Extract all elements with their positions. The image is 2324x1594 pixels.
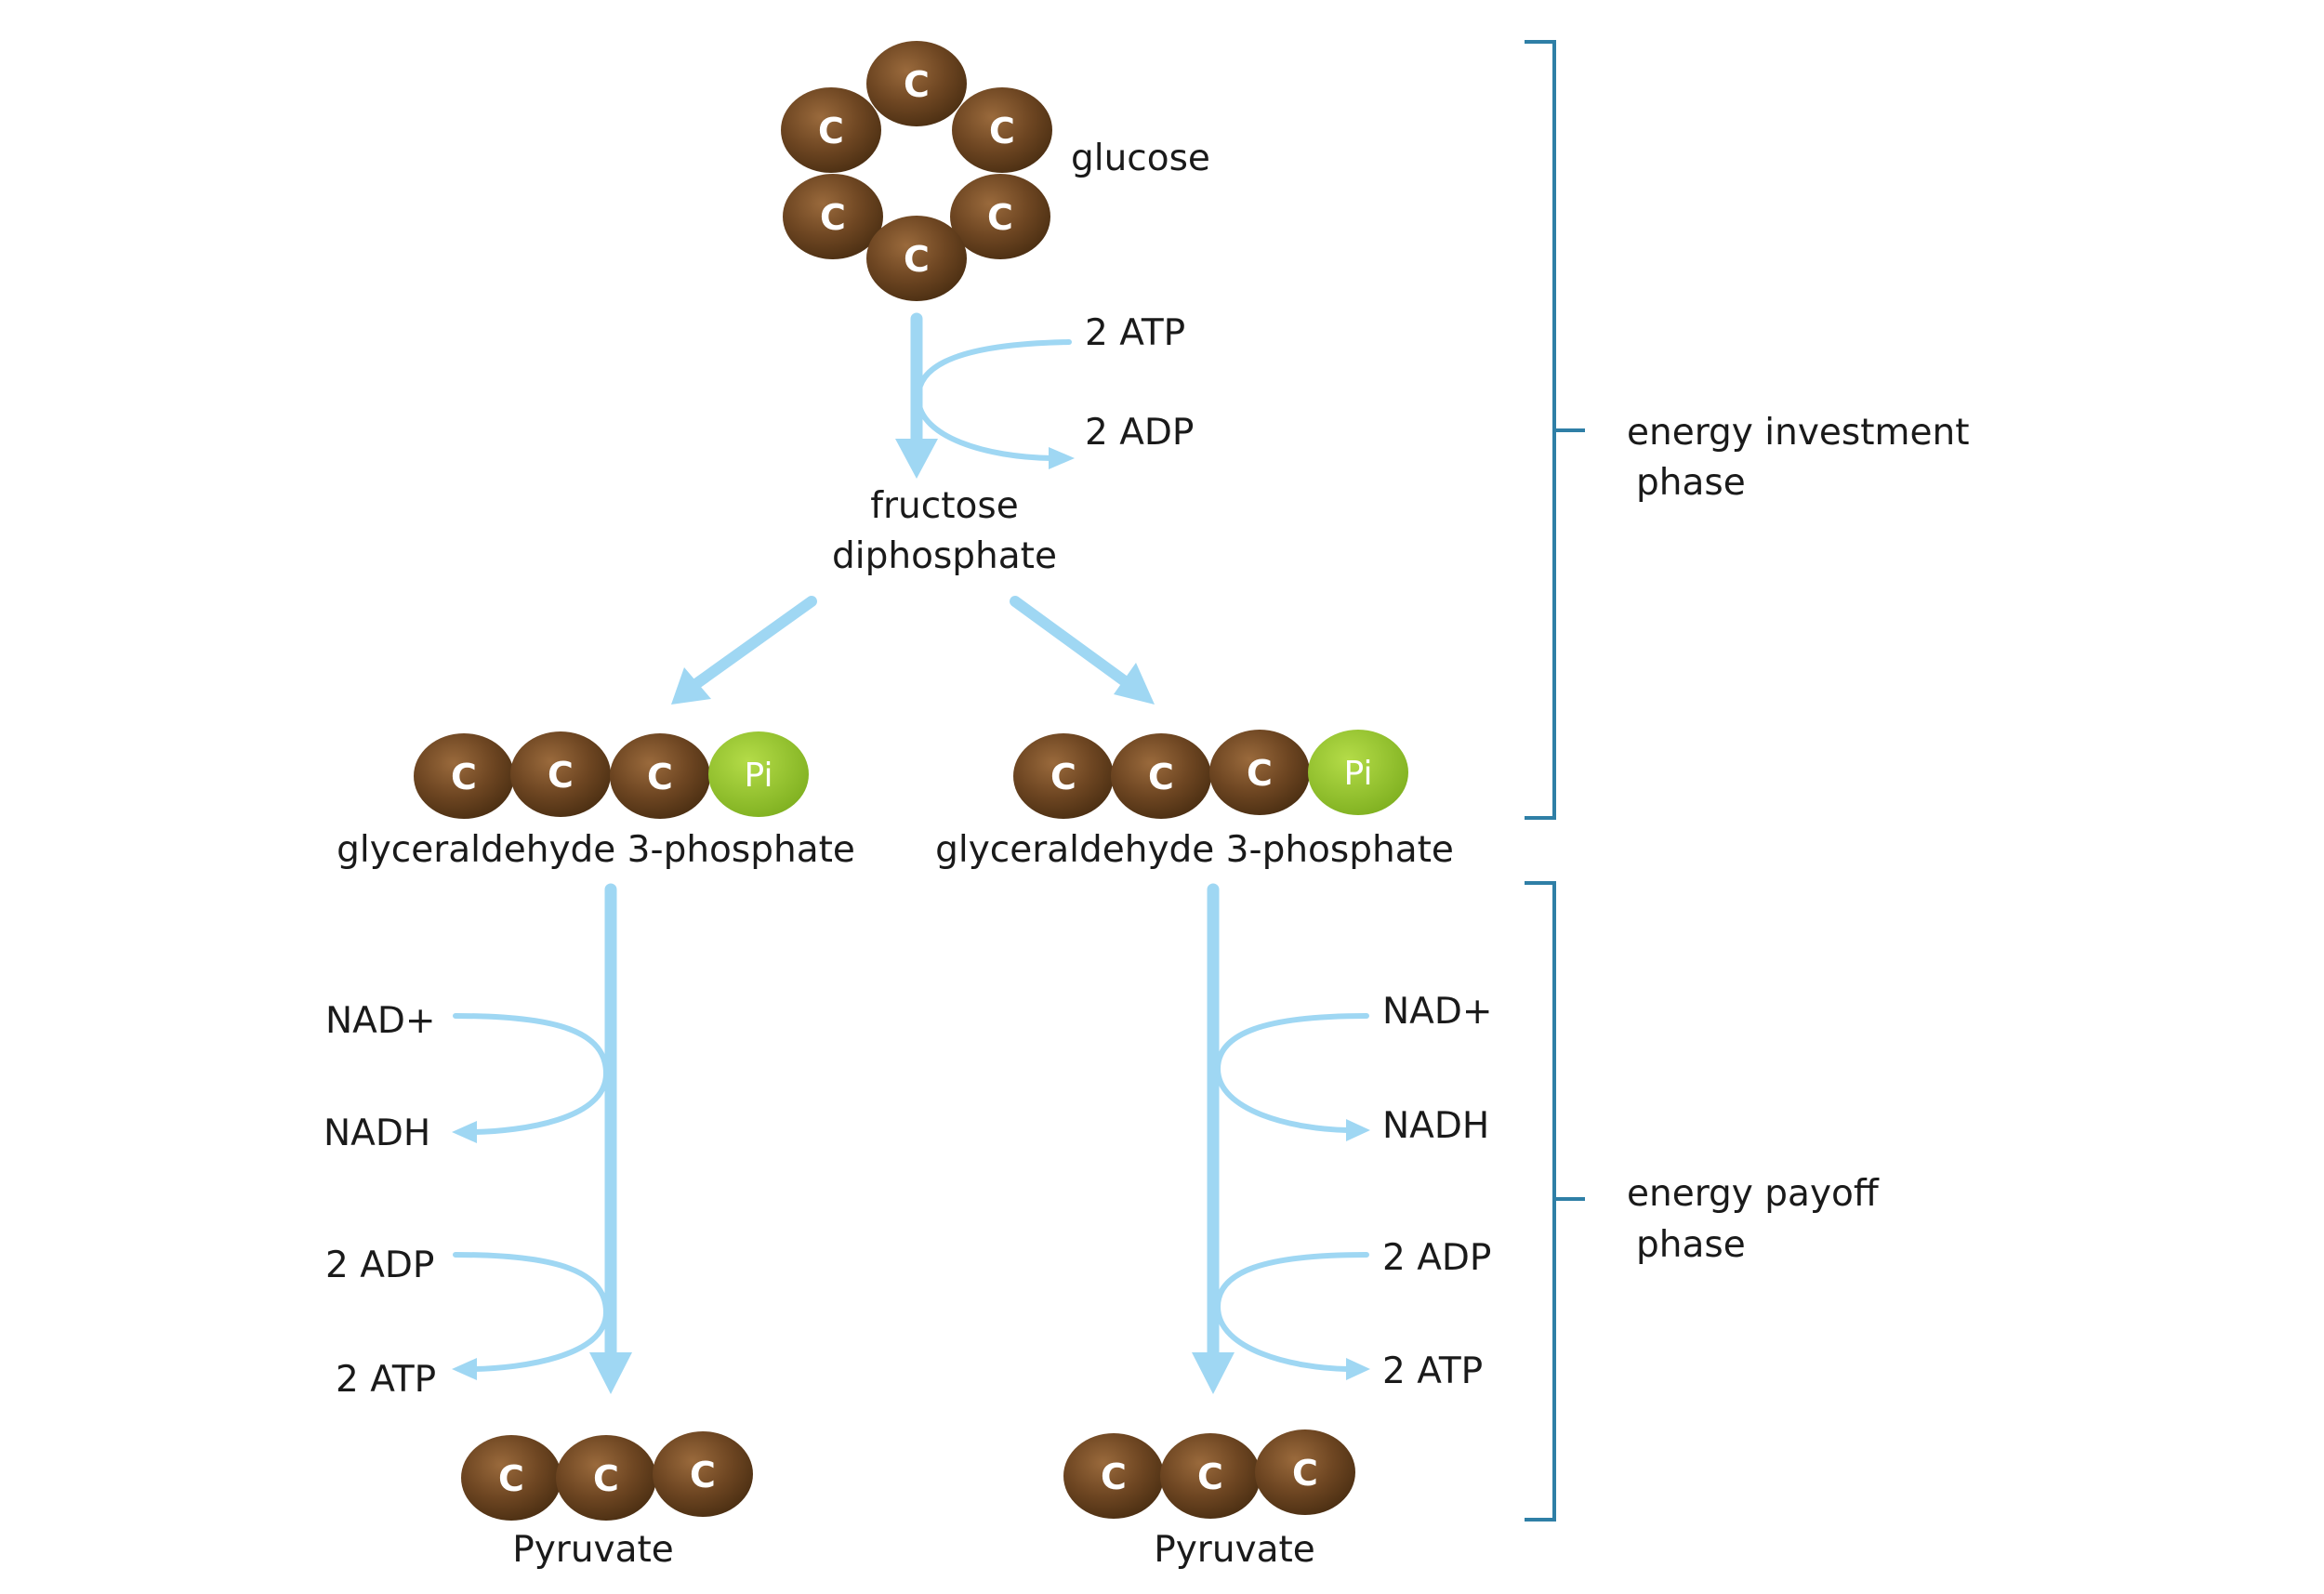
carbon-atom: C (783, 174, 883, 259)
carbon-symbol: C (1148, 757, 1174, 797)
glucose-label: glucose (1071, 138, 1210, 179)
carbon-atom: C (653, 1431, 753, 1517)
investment-arrow (895, 312, 938, 479)
carbon-symbol: C (593, 1458, 619, 1499)
carbon-symbol: C (904, 239, 930, 280)
carbon-atom: C (866, 216, 967, 301)
carbon-atom: C (510, 731, 611, 817)
atp-consumption-arrow (915, 339, 1075, 469)
carbon-symbol: C (548, 755, 574, 796)
fructose-label-line2: diphosphate (832, 535, 1057, 577)
fructose-label-line1: fructose (870, 485, 1018, 527)
investment-input-label: 2 ATP (1085, 312, 1185, 354)
investment-phase-label-line2: phase (1636, 462, 1746, 504)
carbon-atom: C (781, 87, 881, 173)
carbon-symbol: C (647, 757, 673, 797)
pyruvate-right-label: Pyruvate (1154, 1529, 1315, 1571)
payoff-arrow-right (1192, 883, 1235, 1394)
phosphate-symbol: Pi (1344, 755, 1373, 793)
carbon-atom: C (1063, 1433, 1164, 1519)
carbon-atom: C (461, 1435, 561, 1521)
investment-phase-label-line1: energy investment (1627, 412, 1970, 454)
carbon-symbol: C (1197, 1456, 1223, 1497)
carbon-atom: C (1255, 1429, 1355, 1515)
carbon-symbol: C (498, 1458, 524, 1499)
payoff-phase-label-line2: phase (1636, 1224, 1746, 1266)
pyruvate-molecule-left: C C C (461, 1431, 753, 1521)
adp-in-left-label: 2 ADP (325, 1245, 434, 1286)
payoff-phase-bracket (1525, 881, 1585, 1522)
phosphate-symbol: Pi (745, 757, 773, 795)
carbon-atom: C (952, 87, 1052, 173)
phosphate-group: Pi (708, 731, 809, 817)
investment-output-label: 2 ADP (1085, 412, 1194, 454)
adp-in-right-label: 2 ADP (1382, 1237, 1491, 1279)
atp-out-left-label: 2 ATP (336, 1359, 436, 1401)
nad-reduction-arrow-right (1214, 1013, 1370, 1141)
nad-in-right-label: NAD+ (1382, 991, 1493, 1033)
carbon-atom: C (556, 1435, 656, 1521)
payoff-phase-label-line1: energy payoff (1627, 1173, 1880, 1215)
atp-synthesis-arrow-right (1214, 1252, 1370, 1380)
investment-phase-bracket (1525, 40, 1585, 820)
g3p-left-label: glyceraldehyde 3-phosphate (337, 829, 855, 871)
g3p-molecule-left: C C C Pi (414, 731, 809, 819)
phosphate-group: Pi (1308, 730, 1408, 815)
nad-out-left-label: NADH (324, 1113, 430, 1154)
carbon-symbol: C (989, 111, 1015, 151)
payoff-arrow-left (589, 883, 632, 1394)
split-arrow-right (1010, 596, 1155, 705)
carbon-atom: C (866, 41, 967, 126)
atp-synthesis-arrow-left (452, 1252, 610, 1380)
split-arrow-left (671, 596, 817, 705)
carbon-atom: C (1013, 733, 1114, 819)
carbon-atom: C (1160, 1433, 1261, 1519)
carbon-symbol: C (1050, 757, 1076, 797)
nad-in-left-label: NAD+ (325, 1000, 436, 1042)
carbon-atom: C (1111, 733, 1211, 819)
pyruvate-molecule-right: C C C (1063, 1429, 1355, 1519)
carbon-symbol: C (451, 757, 477, 797)
glucose-molecule: C C C C C C (781, 41, 1052, 301)
carbon-symbol: C (987, 197, 1013, 238)
nad-reduction-arrow-left (452, 1013, 610, 1143)
carbon-symbol: C (1101, 1456, 1127, 1497)
nad-out-right-label: NADH (1382, 1105, 1489, 1147)
pyruvate-left-label: Pyruvate (512, 1529, 674, 1571)
carbon-symbol: C (690, 1455, 716, 1495)
carbon-symbol: C (1247, 753, 1273, 794)
g3p-molecule-right: C C C Pi (1013, 730, 1408, 819)
carbon-atom: C (950, 174, 1050, 259)
carbon-atom: C (610, 733, 710, 819)
carbon-symbol: C (820, 197, 846, 238)
atp-out-right-label: 2 ATP (1382, 1350, 1483, 1392)
carbon-atom: C (1209, 730, 1310, 815)
carbon-symbol: C (904, 64, 930, 105)
carbon-atom: C (414, 733, 514, 819)
g3p-right-label: glyceraldehyde 3-phosphate (935, 829, 1454, 871)
carbon-symbol: C (1292, 1453, 1318, 1494)
carbon-symbol: C (818, 111, 844, 151)
